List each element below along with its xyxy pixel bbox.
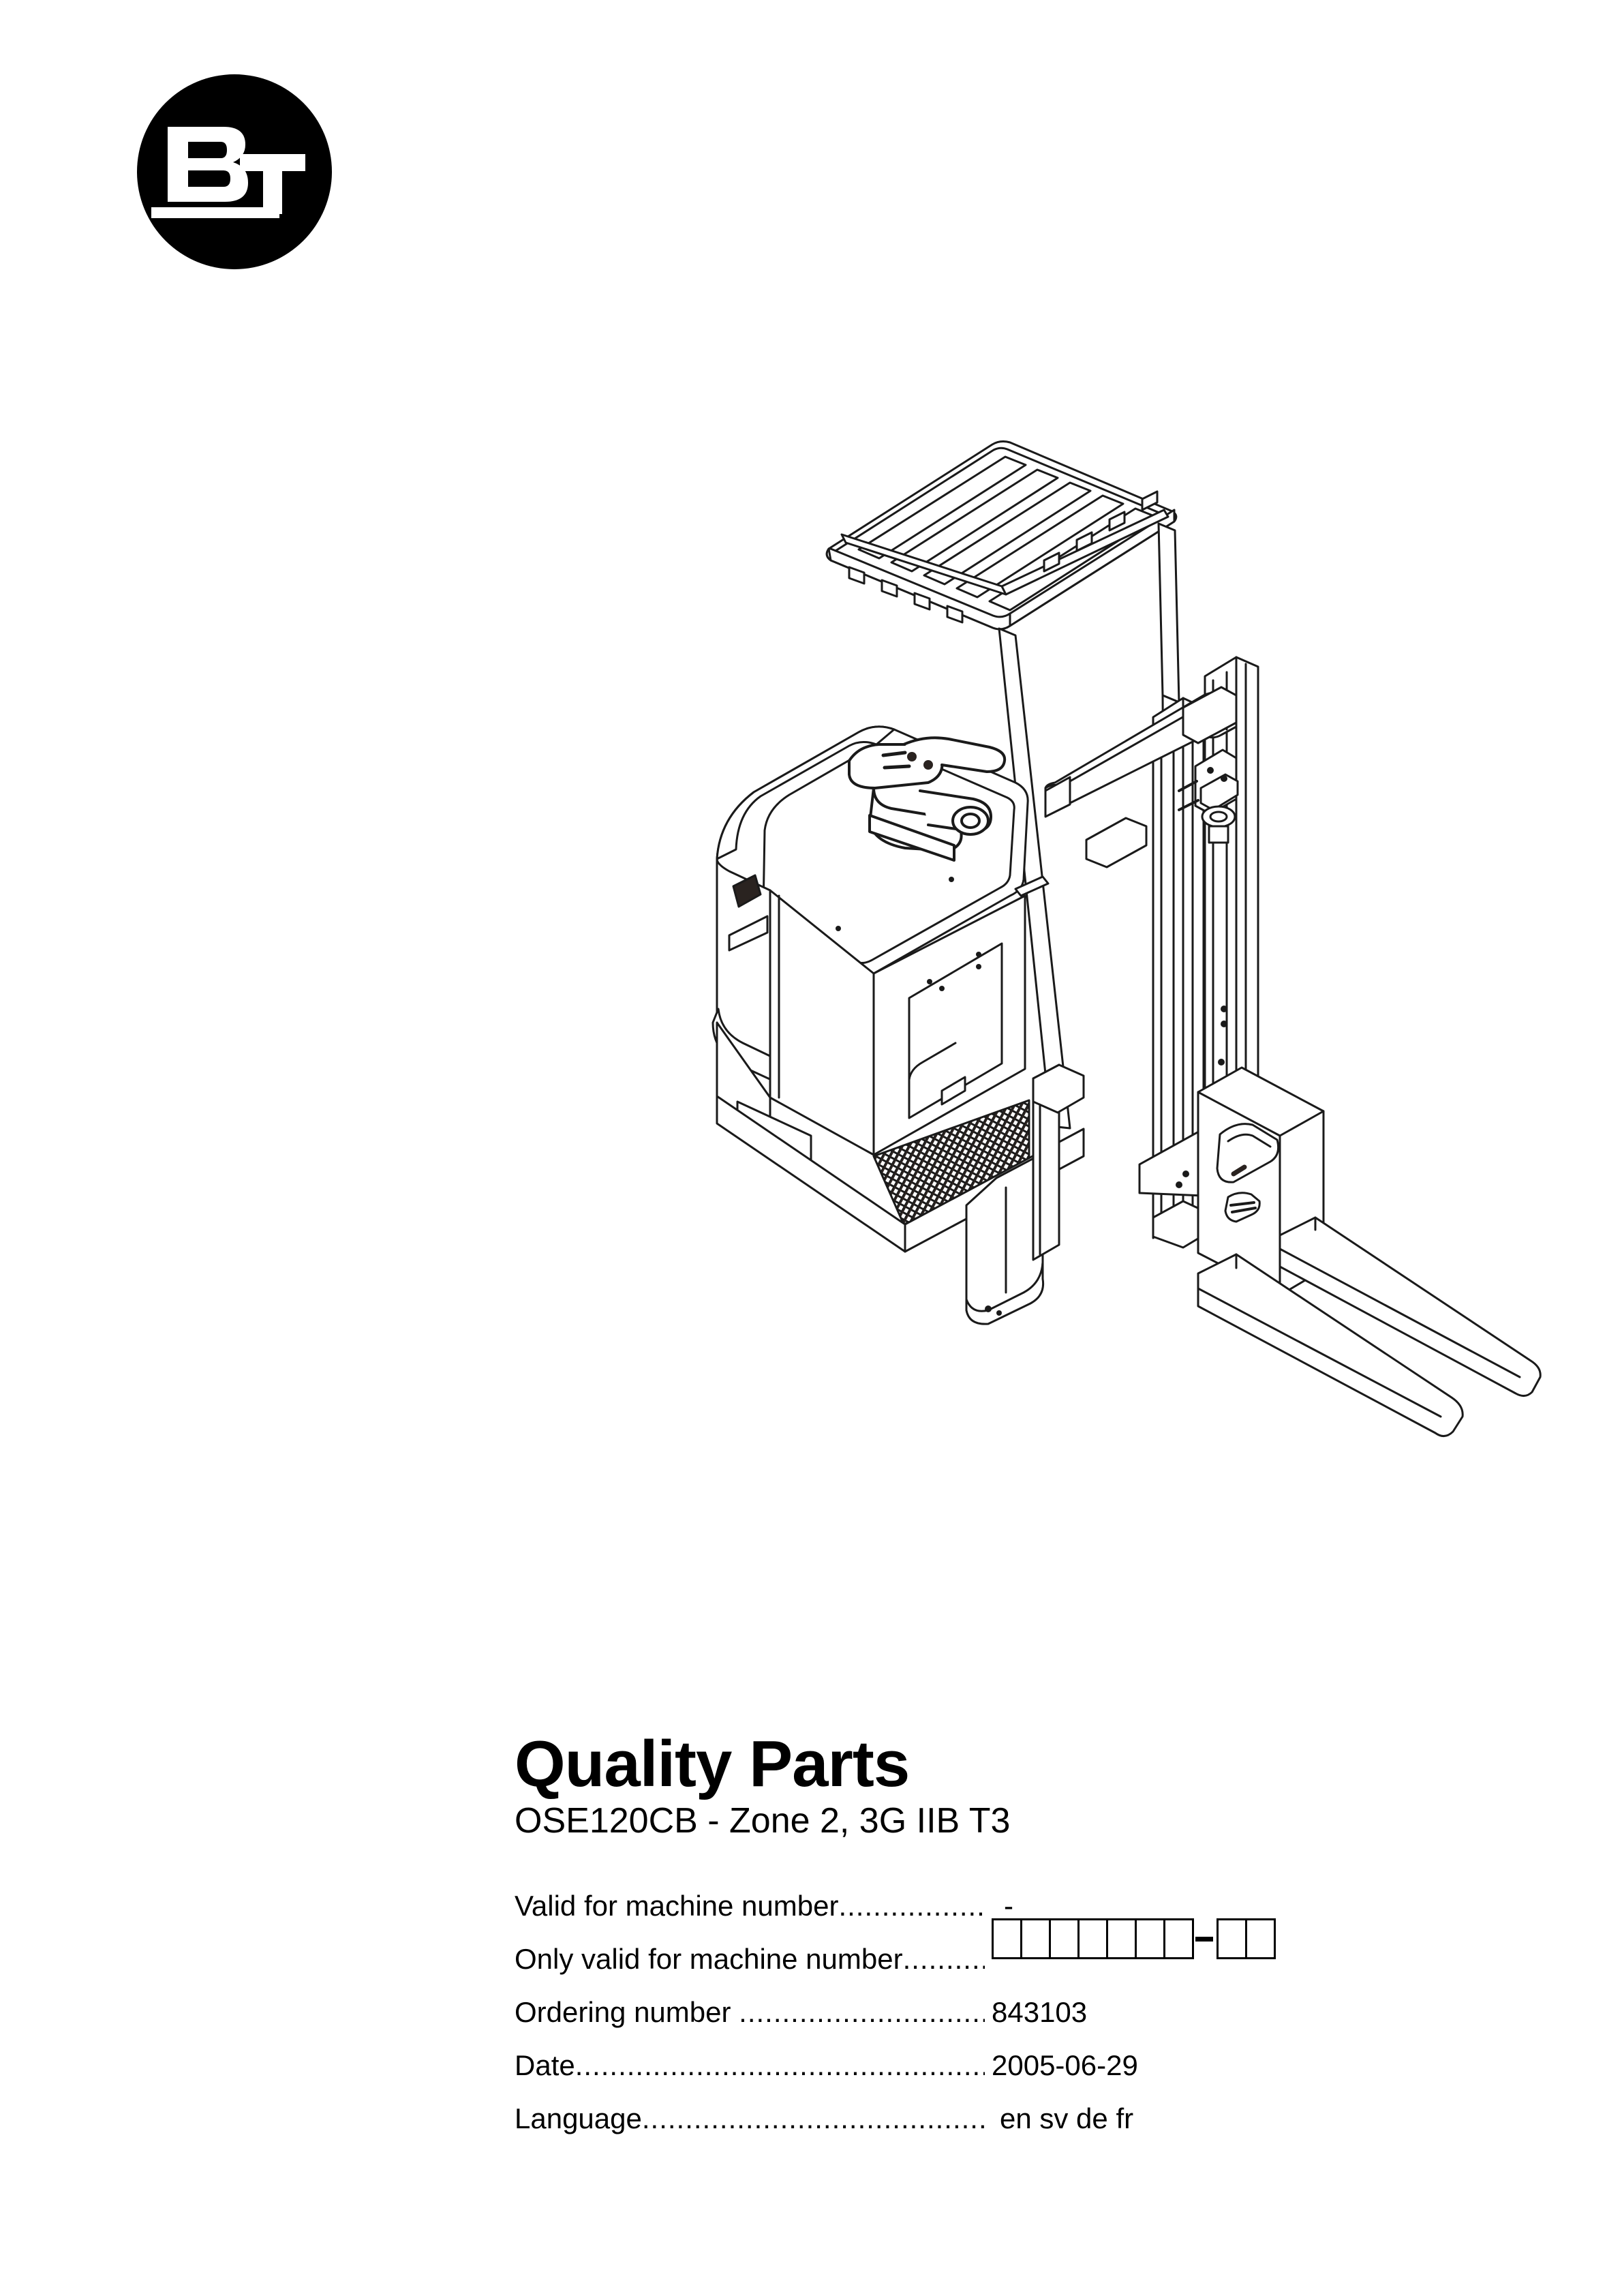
model-subtitle: OSE120CB - Zone 2, 3G IIB T3: [515, 1801, 1011, 1841]
field-label-leader: Language................................…: [515, 2102, 985, 2135]
machine-number-box[interactable]: [1245, 1918, 1276, 1959]
page-title: Quality Parts: [515, 1727, 910, 1800]
reach-truck-forklift-illustration: [634, 409, 1547, 1459]
machine-number-box[interactable]: [1077, 1918, 1108, 1959]
machine-number-box[interactable]: [1163, 1918, 1194, 1959]
bt-logo-icon: [136, 74, 333, 270]
field-value-ordering-number: 843103: [992, 1995, 1088, 2028]
field-leader: ............: [902, 1942, 985, 1975]
cover-text-block: Quality Parts OSE120CB - Zone 2, 3G IIB …: [515, 1732, 1469, 2135]
field-label-leader: Date....................................…: [515, 2049, 985, 2082]
field-value-valid-for-machine-number: -: [1004, 1889, 1013, 1922]
field-label-leader: Ordering number ........................…: [515, 1996, 985, 2029]
field-label: Valid for machine number: [515, 1889, 839, 1922]
field-leader: ........................................…: [641, 2102, 985, 2134]
field-row-date: Date....................................…: [515, 2029, 1469, 2082]
machine-number-box[interactable]: [1020, 1918, 1051, 1959]
control-handle: [848, 736, 1007, 862]
field-row-language: Language................................…: [515, 2082, 1469, 2135]
field-row-valid-for-machine-number: Valid for machine number................…: [515, 1869, 1469, 1922]
machine-number-box[interactable]: [1135, 1918, 1165, 1959]
field-label: Language: [515, 2102, 642, 2134]
field-label-leader: Valid for machine number................…: [515, 1890, 985, 1922]
forks: [1197, 1216, 1542, 1437]
field-row-ordering-number: Ordering number ........................…: [515, 1976, 1469, 2029]
machine-number-box[interactable]: [992, 1918, 1022, 1959]
field-leader: .....................: [838, 1889, 985, 1922]
field-label: Date: [515, 2049, 575, 2081]
field-leader: ........................................…: [575, 2049, 985, 2081]
field-value-language: en sv de fr: [1000, 2102, 1134, 2134]
field-label-leader: Only valid for machine number...........…: [515, 1943, 985, 1976]
field-leader: ................................: [739, 1995, 985, 2028]
machine-number-boxes[interactable]: [992, 1918, 1276, 1960]
overhead-guard: [825, 440, 1178, 631]
truck-cabin-body: [711, 725, 1050, 1168]
machine-number-box[interactable]: [1106, 1918, 1137, 1959]
machine-number-separator: [1195, 1936, 1213, 1942]
field-value-date: 2005-06-29: [992, 2049, 1138, 2081]
machine-number-box[interactable]: [1049, 1918, 1080, 1959]
field-label: Only valid for machine number: [515, 1942, 903, 1975]
field-label: Ordering number: [515, 1995, 739, 2028]
machine-number-box[interactable]: [1216, 1918, 1247, 1959]
field-row-only-valid-for-machine-number: Only valid for machine number...........…: [515, 1922, 1469, 1976]
